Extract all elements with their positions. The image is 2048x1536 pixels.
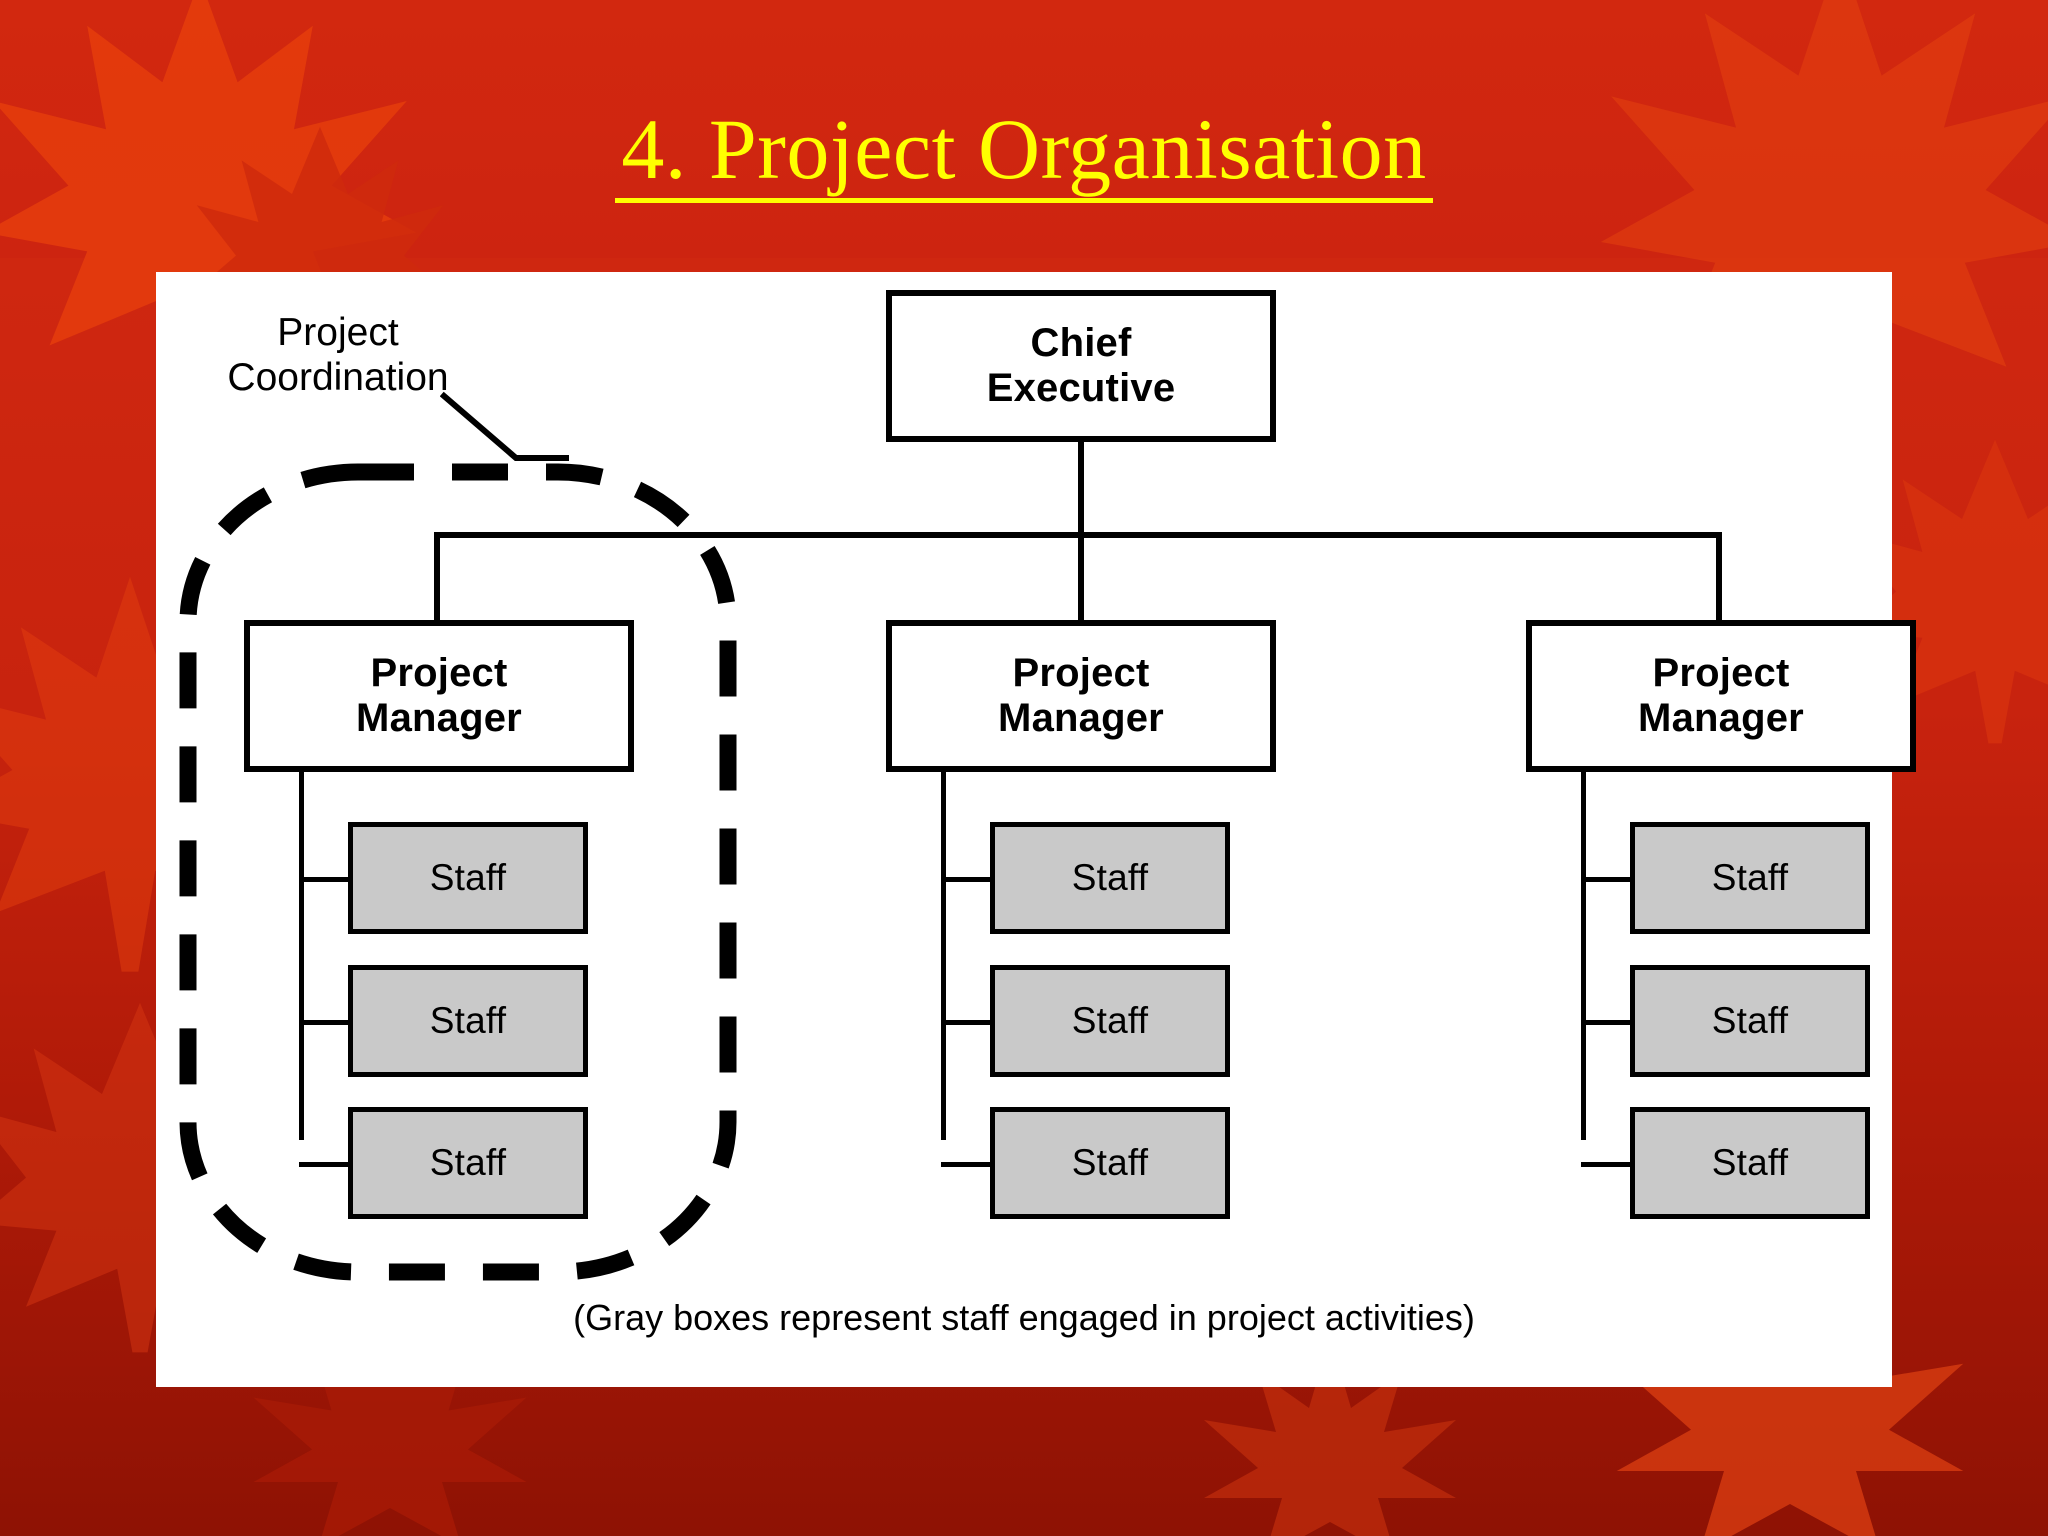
node-staff-col1-3-label: Staff bbox=[429, 1142, 507, 1184]
connector-pm1-staff-2 bbox=[299, 1020, 351, 1025]
page-title: 4. Project Organisation bbox=[615, 104, 1433, 204]
node-staff-col3-3[interactable]: Staff bbox=[1630, 1107, 1870, 1219]
node-project-manager-2[interactable]: Project Manager bbox=[886, 620, 1276, 772]
node-project-manager-2-label: Project Manager bbox=[998, 651, 1164, 740]
connector-pm2-staff-1 bbox=[941, 877, 993, 882]
connector-ceo-stem bbox=[1078, 442, 1084, 532]
connector-pm1-spine bbox=[299, 772, 304, 1140]
connector-pm1-staff-1 bbox=[299, 877, 351, 882]
node-staff-col1-1[interactable]: Staff bbox=[348, 822, 588, 934]
connector-drop-column-3 bbox=[1716, 532, 1722, 624]
connector-pm3-staff-1 bbox=[1581, 877, 1633, 882]
node-project-manager-3[interactable]: Project Manager bbox=[1526, 620, 1916, 772]
node-staff-col2-3[interactable]: Staff bbox=[990, 1107, 1230, 1219]
org-chart-panel: Chief Executive Project Manager Staff St… bbox=[156, 272, 1916, 1387]
connector-pm3-staff-2 bbox=[1581, 1020, 1633, 1025]
connector-pm2-staff-2 bbox=[941, 1020, 993, 1025]
annotation-leader-line-icon bbox=[440, 391, 569, 461]
node-staff-col3-1[interactable]: Staff bbox=[1630, 822, 1870, 934]
node-staff-col1-1-label: Staff bbox=[429, 857, 507, 899]
node-staff-col1-2-label: Staff bbox=[429, 1000, 507, 1042]
connector-drop-column-1 bbox=[434, 532, 440, 624]
node-chief-executive-label: Chief Executive bbox=[986, 321, 1176, 410]
connector-pm1-staff-3 bbox=[299, 1162, 351, 1167]
node-staff-col2-1-label: Staff bbox=[1071, 857, 1149, 899]
node-staff-col3-2-label: Staff bbox=[1711, 1000, 1789, 1042]
node-staff-col1-3[interactable]: Staff bbox=[348, 1107, 588, 1219]
connector-drop-column-2 bbox=[1078, 532, 1084, 624]
connector-pm2-staff-3 bbox=[941, 1162, 993, 1167]
node-staff-col2-2-label: Staff bbox=[1071, 1000, 1149, 1042]
chart-caption: (Gray boxes represent staff engaged in p… bbox=[573, 1297, 1475, 1338]
connector-pm2-spine bbox=[941, 772, 946, 1140]
connector-pm3-staff-3 bbox=[1581, 1162, 1633, 1167]
slide-title-container: 4. Project Organisation bbox=[0, 104, 2048, 204]
node-staff-col1-2[interactable]: Staff bbox=[348, 965, 588, 1077]
node-project-manager-1-label: Project Manager bbox=[356, 651, 522, 740]
node-staff-col3-2[interactable]: Staff bbox=[1630, 965, 1870, 1077]
node-project-manager-1[interactable]: Project Manager bbox=[244, 620, 634, 772]
node-staff-col2-1[interactable]: Staff bbox=[990, 822, 1230, 934]
node-project-manager-3-label: Project Manager bbox=[1638, 651, 1804, 740]
node-staff-col2-3-label: Staff bbox=[1071, 1142, 1149, 1184]
node-staff-col3-1-label: Staff bbox=[1711, 857, 1789, 899]
node-staff-col3-3-label: Staff bbox=[1711, 1142, 1789, 1184]
annotation-project-coordination-label: Project Coordination bbox=[227, 311, 449, 400]
node-chief-executive[interactable]: Chief Executive bbox=[886, 290, 1276, 442]
connector-pm3-spine bbox=[1581, 772, 1586, 1140]
node-staff-col2-2[interactable]: Staff bbox=[990, 965, 1230, 1077]
